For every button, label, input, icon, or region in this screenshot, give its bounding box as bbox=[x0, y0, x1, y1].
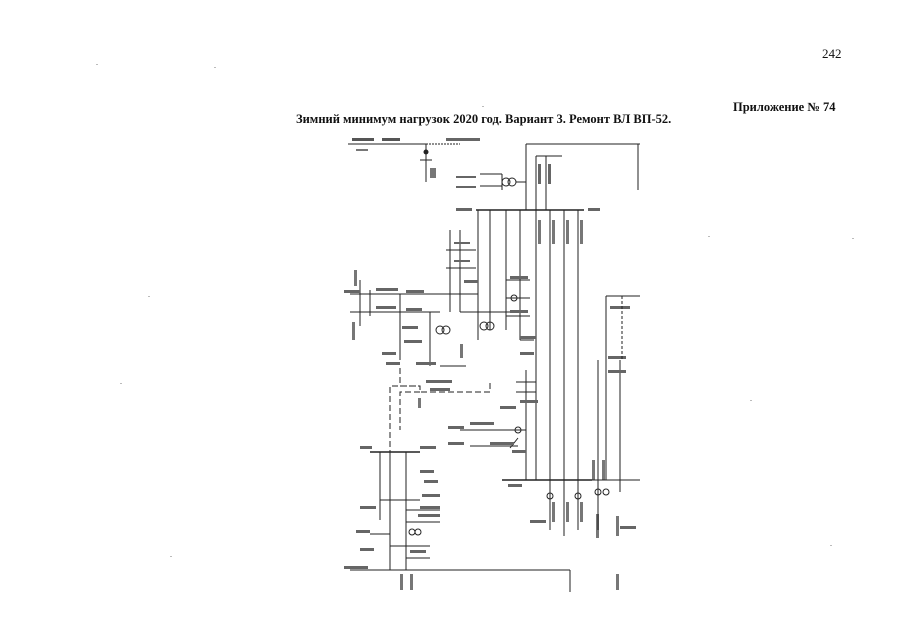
right-edge-lines bbox=[621, 144, 639, 360]
diagram-title: Зимний минимум нагрузок 2020 год. Вариан… bbox=[296, 112, 672, 126]
bottom-busbars bbox=[502, 479, 640, 536]
scan-speck bbox=[214, 67, 216, 68]
scan-speck bbox=[830, 545, 832, 546]
appendix-label: Приложение № 74 bbox=[733, 100, 836, 114]
left-branch-cluster bbox=[344, 230, 520, 366]
top-left-feeder bbox=[348, 138, 464, 182]
scan-speck bbox=[852, 238, 854, 239]
scan-speck bbox=[750, 400, 752, 401]
top-right-feeders bbox=[456, 138, 640, 210]
scan-speck bbox=[482, 106, 484, 107]
left-bottom-subsystem bbox=[344, 446, 619, 592]
dashed-link-line bbox=[389, 368, 491, 560]
center-lower-branches bbox=[448, 370, 538, 480]
scan-speck bbox=[708, 236, 710, 237]
right-tie-line bbox=[592, 295, 640, 538]
scan-speck bbox=[170, 556, 172, 557]
power-network-schematic bbox=[330, 130, 640, 595]
main-busbar bbox=[456, 208, 600, 480]
middle-branches bbox=[416, 276, 536, 367]
page-number: 242 bbox=[822, 46, 842, 61]
scan-speck bbox=[96, 64, 98, 65]
scan-speck bbox=[120, 383, 122, 384]
scan-speck bbox=[148, 296, 150, 297]
